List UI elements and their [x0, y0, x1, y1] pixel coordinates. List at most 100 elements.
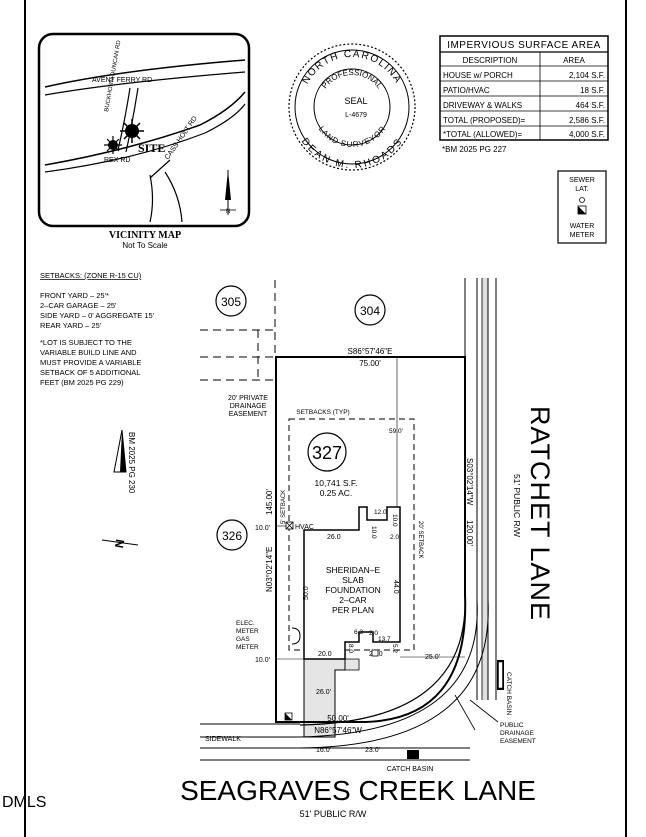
- impervious-header-area: AREA: [563, 56, 585, 65]
- dim-26: 26.0: [327, 534, 341, 541]
- bearing-left-distance: 145.00': [265, 489, 274, 515]
- street-name-ratchet: RATCHET LANE: [525, 406, 555, 621]
- dim-8: 8.0: [347, 644, 354, 653]
- cass-holt-road-edge: [164, 171, 183, 223]
- bearing-front: N86°57'46"W: [314, 726, 362, 735]
- dim-front-16: 16.0': [316, 747, 331, 754]
- seal-ring: [294, 49, 410, 165]
- mls-watermark: DMLS: [2, 794, 46, 811]
- bm-note: BM 2025 PG 230: [127, 432, 136, 494]
- house-model-line: SHERIDAN–E: [326, 565, 381, 575]
- dim-20a: 20.0: [318, 651, 332, 658]
- legend-lat-label: LAT.: [575, 186, 589, 193]
- drainage-easement-label: 20' PRIVATE: [228, 395, 268, 402]
- lot-327-area-sf: 10,741 S.F.: [314, 478, 357, 488]
- rex-road: [44, 91, 246, 166]
- dim-2a: 2.0: [390, 534, 399, 541]
- drainage-easement-label: DRAINAGE: [230, 403, 267, 410]
- road-label-avent-ferry: AVENT FERRY RD: [92, 77, 152, 84]
- bearing-left: N03°02'14"E: [265, 547, 274, 592]
- impervious-table-title: IMPERVIOUS SURFACE AREA: [447, 40, 601, 51]
- vicinity-map-title: VICINITY MAP: [109, 230, 181, 241]
- setback-notes: SETBACKS: (ZONE R-15 CU) FRONT YARD – 25…: [40, 271, 155, 387]
- impervious-row-area: 18 S.F.: [580, 86, 605, 95]
- side-setback-5-label: 5' SETBACK: [281, 490, 287, 524]
- dim-13-7: 13.7: [378, 636, 391, 643]
- site-label: SITE: [138, 141, 165, 155]
- surveyor-seal: NORTH CAROLINA DEAN M. RHOADS PROFESSION…: [288, 43, 416, 171]
- bearing-right: S03°02'14"W: [465, 458, 474, 506]
- dim-front-23: 23.0': [365, 747, 380, 754]
- dim-drive-26: 26.0': [316, 689, 331, 696]
- catch-basin-label-bottom: CATCH BASIN: [387, 766, 434, 773]
- sewer-cleanout-icon: [579, 197, 585, 203]
- public-easement-label: DRAINAGE: [500, 730, 535, 737]
- walk: [344, 658, 360, 671]
- svg-text:N: N: [112, 538, 127, 549]
- impervious-row-area: 2,104 S.F.: [569, 71, 605, 80]
- house-model-line: 2–CAR: [339, 595, 366, 605]
- street-rw-ratchet: 51' PUBLIC R/W: [512, 474, 522, 537]
- dim-5-2: 5.2: [391, 644, 398, 653]
- north-arrow-icon: [220, 170, 236, 215]
- drainage-easement-label: EASEMENT: [229, 411, 268, 418]
- bearing-rear-distance: 75.00': [359, 359, 381, 368]
- impervious-table: IMPERVIOUS SURFACE AREA DESCRIPTION AREA…: [439, 35, 609, 154]
- sewer-cleanout-icon: [371, 649, 379, 657]
- setback-line: 2–CAR GARAGE – 25': [40, 301, 117, 310]
- dim-left-10a: 10.0': [255, 525, 270, 532]
- easement-leader: [454, 694, 476, 731]
- side-setback-20-label: 20' SETBACK: [417, 521, 423, 559]
- curb-return-back: [299, 599, 489, 749]
- meter-label: GAS: [236, 636, 250, 643]
- impervious-table-frame: [439, 35, 609, 141]
- public-easement-label: EASEMENT: [500, 738, 536, 745]
- north-arrow-icon: N: [101, 429, 139, 549]
- dim-2b: 2.0: [369, 630, 378, 637]
- rex-road-edge: [44, 103, 246, 173]
- lot-327-number: 327: [312, 443, 342, 463]
- sidewalk-label: SIDEWALK: [205, 736, 241, 743]
- catch-basin-label: CATCH BASIN: [505, 672, 512, 716]
- lot-327-area-ac: 0.25 AC.: [320, 488, 353, 498]
- connector-road: [149, 159, 171, 179]
- utility-legend: SEWER LAT. WATER METER: [557, 170, 607, 244]
- setback-line: FRONT YARD – 25'*: [40, 291, 109, 300]
- setback-note-line: FEET (BM 2025 PG 229): [40, 378, 124, 387]
- legend-meter-label: METER: [570, 232, 595, 239]
- impervious-row-area: 464 S.F.: [576, 101, 605, 110]
- meter-icon: [291, 627, 301, 645]
- hvac-label: HVAC: [295, 524, 314, 531]
- impervious-footnote: *BM 2025 PG 227: [442, 145, 507, 154]
- ratchet-lane-sidewalk: [464, 278, 497, 700]
- impervious-row-area: 4,000 S.F.: [569, 130, 605, 139]
- street-rw-seagraves: 51' PUBLIC R/W: [300, 809, 367, 819]
- legend-sewer-label: SEWER: [569, 177, 595, 184]
- bearing-front-distance: 50.00': [327, 714, 349, 723]
- setback-note-line: *LOT IS SUBJECT TO THE: [40, 338, 132, 347]
- vicinity-map: AVENT FERRY RD BUCKHORN-DUNCAN RD CASS H…: [37, 32, 251, 250]
- setbacks-typ-label: SETBACKS (TYP): [296, 409, 349, 416]
- seal-inner-ring: [313, 68, 391, 146]
- impervious-row-desc: HOUSE w/ PORCH: [443, 71, 513, 80]
- dim-6-3: 6.3: [354, 629, 363, 636]
- street-name-seagraves: SEAGRAVES CREEK LANE: [180, 775, 536, 806]
- impervious-row-area: 2,586 S.F.: [569, 116, 605, 125]
- lot-326-number: 326: [222, 529, 242, 543]
- meter-label: ELEC.: [236, 620, 255, 627]
- dim-rear-setback: 59.0': [389, 428, 403, 435]
- curb-return-outer: [299, 599, 478, 738]
- site-star-icon-2: [104, 136, 122, 154]
- setbacks-title: SETBACKS: (ZONE R-15 CU): [40, 271, 142, 280]
- hvac-icon: [285, 521, 294, 530]
- legend-water-label: WATER: [570, 223, 595, 230]
- lot-305-number: 305: [221, 295, 241, 309]
- setback-line: REAR YARD – 25': [40, 321, 102, 330]
- house-model-line: PER PLAN: [332, 605, 374, 615]
- public-easement-label: PUBLIC: [500, 722, 524, 729]
- building-setback-line: [288, 418, 415, 651]
- adjacent-lot-lines: [200, 280, 276, 381]
- water-meter-icon: [284, 712, 293, 721]
- seal-license-text: L-4679: [345, 112, 367, 119]
